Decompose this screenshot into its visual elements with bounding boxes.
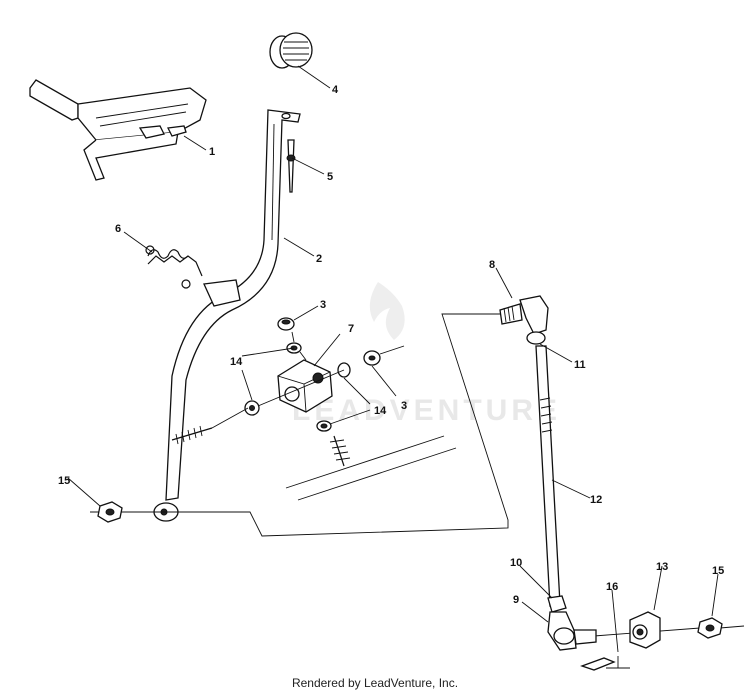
callout-14-right: 14: [374, 405, 387, 417]
callout-13: 13: [656, 561, 668, 573]
part-14-washer-left: [244, 400, 260, 416]
part-1-bracket: [29, 79, 207, 181]
callout-12: 12: [590, 494, 602, 506]
part-10-nut-lower: [547, 595, 567, 613]
callout-11: 11: [574, 359, 586, 371]
part-16-key: [580, 657, 616, 671]
callout-3-upper: 3: [320, 299, 326, 311]
callout-3-right: 3: [401, 400, 407, 412]
callout-2: 2: [316, 253, 322, 265]
callout-15-left: 15: [58, 475, 70, 487]
part-15-nut-right: [697, 617, 723, 639]
part-14-washer-lower: [316, 420, 332, 432]
part-12-shaft: [535, 345, 561, 607]
callout-8: 8: [489, 259, 495, 271]
part-2-lever: [153, 109, 301, 522]
callout-16: 16: [606, 581, 618, 593]
footer-credit: Rendered by LeadVenture, Inc.: [291, 676, 459, 690]
bolt-left: [171, 425, 213, 445]
callout-14-left: 14: [230, 356, 243, 368]
callout-9: 9: [513, 594, 519, 606]
callout-4: 4: [332, 84, 339, 96]
part-13-bracket: [629, 611, 661, 649]
part-4-knob: [269, 32, 313, 69]
part-3-nut-right: [363, 350, 381, 366]
callout-6: 6: [115, 223, 121, 235]
part-3-nut-upper: [277, 317, 295, 331]
callout-5: 5: [327, 171, 333, 183]
callout-10: 10: [510, 557, 522, 569]
watermark-text: LEADVENTURE: [292, 394, 561, 427]
callout-labels: 1 2 3 3 4 5 6 7 8 9 10 11 12 13 14 14 15…: [58, 84, 724, 606]
callout-1: 1: [209, 146, 215, 158]
leader-lines: [67, 65, 719, 653]
callout-15-right: 15: [712, 565, 724, 577]
part-8-ball-joint-upper: [499, 295, 549, 345]
part-9-ball-joint-lower: [547, 611, 597, 651]
callout-7: 7: [348, 323, 354, 335]
part-5-pin: [286, 139, 296, 193]
bolt-lower: [329, 435, 351, 467]
part-6-spring: [145, 245, 203, 289]
part-15-nut-left: [97, 501, 123, 523]
